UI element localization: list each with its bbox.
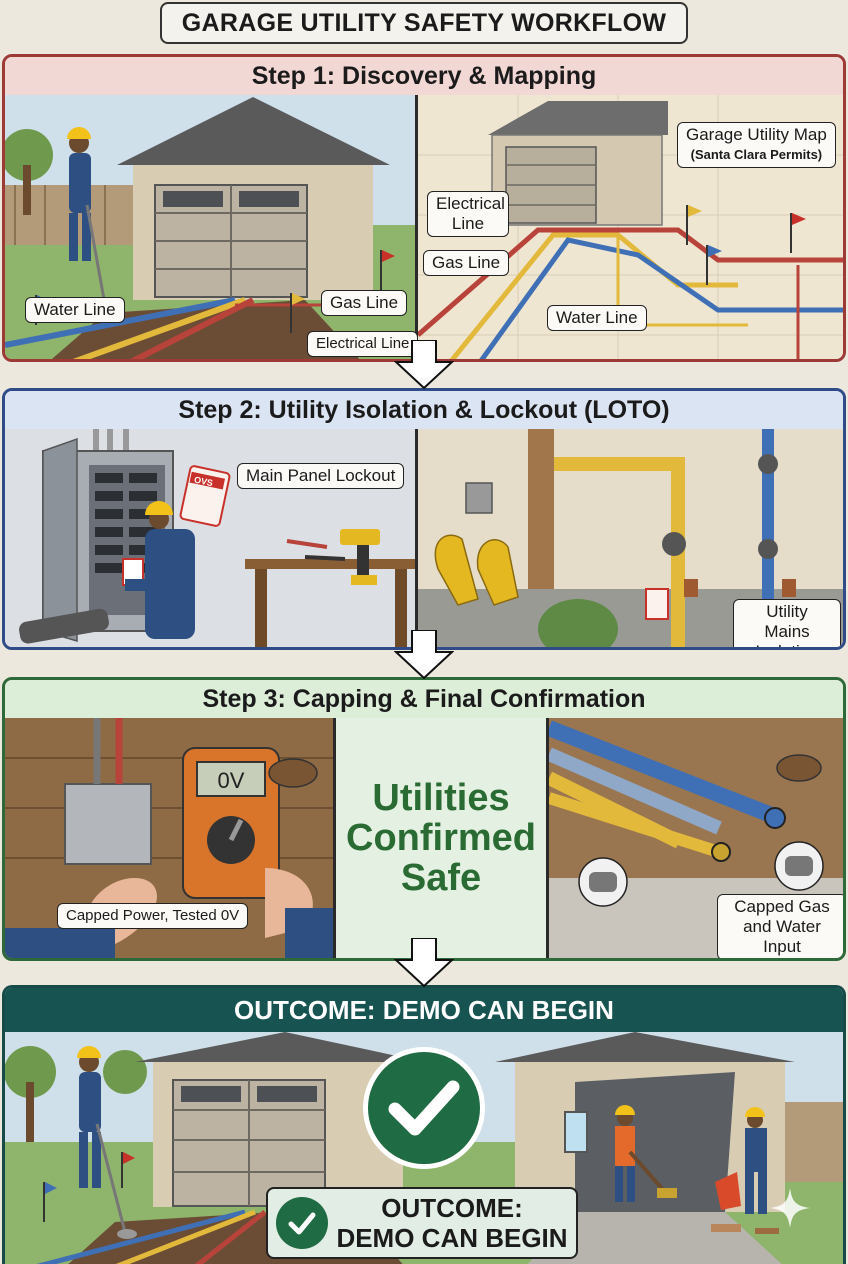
outcome-heading: OUTCOME: DEMO CAN BEGIN bbox=[5, 988, 843, 1032]
yard-electrical-line-label: Electrical Line bbox=[307, 331, 419, 357]
meter-reading: 0V bbox=[218, 768, 245, 793]
map-subtitle: (Santa Clara Permits) bbox=[690, 147, 823, 162]
map-water-line-label: Water Line bbox=[547, 305, 647, 331]
outcome-panel: OUTCOME: DEMO CAN BEGIN bbox=[2, 985, 846, 1264]
step3-divider-left bbox=[333, 718, 336, 958]
small-checkmark-glyph-icon bbox=[288, 1212, 316, 1235]
step3-heading: Step 3: Capping & Final Confirmation bbox=[5, 680, 843, 718]
step3-divider-right bbox=[546, 718, 549, 958]
page-title: GARAGE UTILITY SAFETY WORKFLOW bbox=[160, 2, 688, 44]
confirmed-safe-callout: Utilities Confirmed Safe bbox=[336, 718, 546, 958]
small-check-icon bbox=[276, 1197, 328, 1249]
capped-gas-water-text: Capped Gas and Water Input bbox=[734, 897, 830, 956]
step3-panel: Step 3: Capping & Final Confirmation 0V … bbox=[2, 677, 846, 961]
sparkle-icon bbox=[770, 1188, 810, 1228]
capped-power-label: Capped Power, Tested 0V bbox=[57, 903, 249, 929]
step2-panel: Step 2: Utility Isolation & Lockout (LOT… bbox=[2, 388, 846, 650]
map-title-label: Garage Utility Map (Santa Clara Permits) bbox=[677, 122, 836, 168]
yard-gas-line-label: Gas Line bbox=[321, 290, 408, 316]
outcome-after-scene bbox=[425, 1032, 843, 1264]
map-electrical-line-label: Electrical Line bbox=[427, 191, 509, 237]
flow-arrow-1 bbox=[394, 340, 454, 390]
capped-gas-water-label: Capped Gas and Water Input bbox=[717, 894, 843, 958]
step1-divider bbox=[415, 95, 418, 359]
map-title: Garage Utility Map bbox=[686, 125, 827, 144]
gas-water-mains-illustration bbox=[418, 429, 843, 647]
yard-water-line-label: Water Line bbox=[25, 297, 125, 323]
step2-heading: Step 2: Utility Isolation & Lockout (LOT… bbox=[5, 391, 843, 429]
lockout-tag-text: OVS bbox=[193, 475, 214, 489]
step2-divider bbox=[415, 429, 418, 647]
outcome-badge: OUTCOME: DEMO CAN BEGIN bbox=[266, 1187, 578, 1259]
step2-panel-scene: OVS bbox=[5, 429, 415, 647]
electrical-panel-illustration: OVS bbox=[5, 429, 415, 647]
utility-mains-isolation-text: Utility Mains Isolation bbox=[755, 602, 818, 647]
outcome-badge-text: OUTCOME: DEMO CAN BEGIN bbox=[328, 1193, 576, 1253]
confirmed-line-1: Utilities bbox=[372, 777, 510, 819]
step1-heading: Step 1: Discovery & Mapping bbox=[5, 57, 843, 95]
confirmed-line-3: Safe bbox=[400, 857, 482, 899]
map-gas-line-label: Gas Line bbox=[423, 250, 510, 276]
confirmed-line-2: Confirmed bbox=[346, 817, 536, 859]
outcome-before-scene bbox=[5, 1032, 425, 1264]
flow-arrow-2 bbox=[394, 630, 454, 680]
big-check-icon bbox=[363, 1047, 485, 1169]
outcome-badge-line-1: OUTCOME: bbox=[381, 1193, 523, 1223]
utility-mains-isolation-label: Utility Mains Isolation bbox=[733, 599, 841, 647]
flow-arrow-3 bbox=[394, 938, 454, 988]
step1-panel: Step 1: Discovery & Mapping bbox=[2, 54, 846, 362]
step2-mains-scene bbox=[418, 429, 843, 647]
garage-before-illustration bbox=[5, 1032, 425, 1264]
checkmark-glyph-icon bbox=[388, 1080, 460, 1136]
outcome-badge-line-2: DEMO CAN BEGIN bbox=[336, 1223, 568, 1253]
garage-demolition-illustration bbox=[425, 1032, 843, 1264]
main-panel-lockout-label: Main Panel Lockout bbox=[237, 463, 405, 489]
